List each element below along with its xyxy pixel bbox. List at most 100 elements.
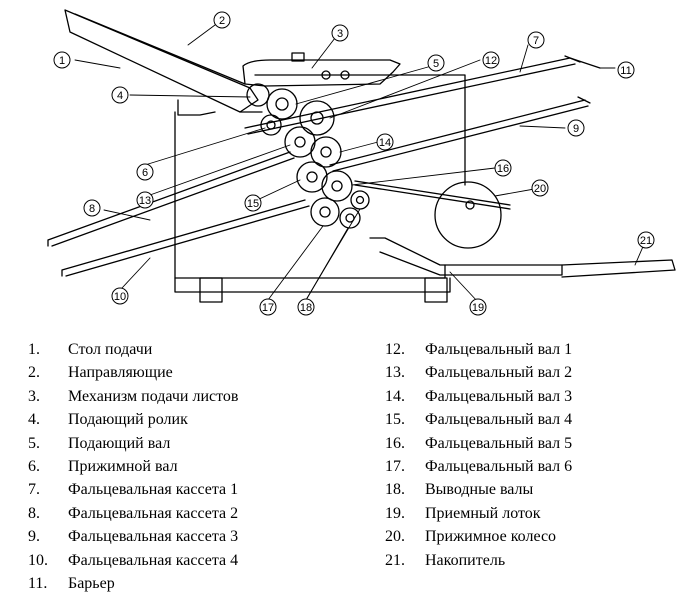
legend-item-number: 9. [28,528,40,546]
legend-item-text: Выводные валы [425,481,534,499]
legend-item-number: 12. [385,341,405,358]
legend-item: 13.Фальцевальный вал 2 [385,361,572,384]
callout-circle [244,194,262,212]
legend-item-number: 18. [385,481,405,499]
legend-item-text: Барьер [68,574,115,592]
callout-number: 12 [485,55,497,67]
feed-roller [246,83,270,107]
legend-item-number: 5. [28,434,40,452]
legend-item-number: 7. [28,481,40,499]
callout-4: 4 [111,86,129,104]
folding-shaft-6 [310,197,340,227]
callout-19: 19 [469,298,487,316]
callout-2: 2 [213,11,231,29]
stacker [561,259,676,278]
callout-number: 14 [379,137,391,149]
callout-circle [482,51,500,69]
feed-shaft-hub [275,97,289,111]
folding-shaft-2-hub [294,136,306,148]
callout-circle [567,119,585,137]
legend-item: 9. Фальцевальная кассета 3 [28,525,238,548]
callout-15: 15 [244,194,262,212]
output-shaft-1 [339,207,361,229]
pressure-wheel-arm [354,180,511,210]
folding-cassette-3 [329,96,591,172]
output-shaft-1-hub [345,213,355,223]
pressure-wheel [434,181,502,249]
legend-item: 11.Барьер [28,572,238,595]
folding-cassette-4 [61,199,310,277]
callout-number: 1 [59,55,65,67]
legend-item-number: 8. [28,504,40,522]
feed-mechanism-knob [291,52,305,62]
guides [74,13,246,85]
pressure-shaft [260,114,282,136]
callout-number: 15 [247,198,259,210]
feed-table [64,9,259,113]
callout-circle [53,51,71,69]
legend-item: 18. Выводные валы [385,478,572,501]
foot-right [424,277,448,303]
callout-circle [331,24,349,42]
callout-circle [376,133,394,151]
callout-number: 7 [533,35,539,47]
feed-table-lower [177,99,263,116]
callout-circle [136,191,154,209]
callout-circle [111,287,129,305]
frame-base [174,277,451,293]
legend-item: 5.Подающий вал [28,432,238,455]
callout-18: 18 [297,298,315,316]
legend-item-text: Фальцевальный вал 3 [425,387,573,405]
legend-item: 21.Накопитель [385,549,572,572]
receiving-tray [369,237,563,276]
legend-item: 4. Подающий ролик [28,408,238,431]
legend-item: 1. Стол подачи [28,338,238,361]
callout-number: 11 [620,65,631,77]
output-shaft-2-hub [355,195,365,205]
callout-circle [136,163,154,181]
legend-item-text: Приемный лоток [425,504,541,522]
legend-item-number: 19. [385,504,405,522]
callout-12: 12 [482,51,500,69]
callout-1: 1 [53,51,71,69]
output-shaft-2 [350,190,370,210]
legend-item: 12.Фальцевальный вал 1 [385,338,572,361]
callout-5: 5 [427,54,445,72]
legend-item-number: 4. [28,411,40,429]
callout-number: 6 [142,167,148,179]
legend-item-text: Прижимное колесо [425,528,557,546]
callout-circle [111,86,129,104]
legend-item-number: 6. [28,457,40,475]
legend-item-text: Фальцевальная кассета 1 [68,481,239,499]
callout-11: 11 [617,61,635,79]
legend-item-text: Фальцевальная кассета 3 [68,528,239,546]
folding-shaft-5 [321,170,353,202]
legend-item-text: Подающий ролик [68,411,188,429]
legend-item: 14.Фальцевальный вал 3 [385,385,572,408]
legend-item-number: 16. [385,434,405,452]
callout-number: 9 [573,123,579,135]
legend-item-number: 1. [28,341,40,358]
folding-cassette-1 [244,55,581,135]
callout-6: 6 [136,163,154,181]
callout-circle [469,298,487,316]
legend-item: 3.Механизм подачи листов [28,385,238,408]
legend-item-number: 3. [28,387,40,405]
pressure-wheel-hub [465,200,475,210]
legend-item-number: 13. [385,364,405,382]
callout-3: 3 [331,24,349,42]
legend-item: 16.Фальцевальный вал 5 [385,432,572,455]
legend-item-text: Фальцевальная кассета 4 [68,551,239,569]
legend-item-text: Стол подачи [68,341,153,358]
callout-17: 17 [259,298,277,316]
legend-item: 17.Фальцевальный вал 6 [385,455,572,478]
callout-circle [637,231,655,249]
legend-item-number: 17. [385,457,405,475]
callout-circle [527,31,545,49]
sheet-feed-mechanism [242,59,401,87]
callout-14: 14 [376,133,394,151]
callout-10: 10 [111,287,129,305]
legend-item: 15.Фальцевальный вал 4 [385,408,572,431]
